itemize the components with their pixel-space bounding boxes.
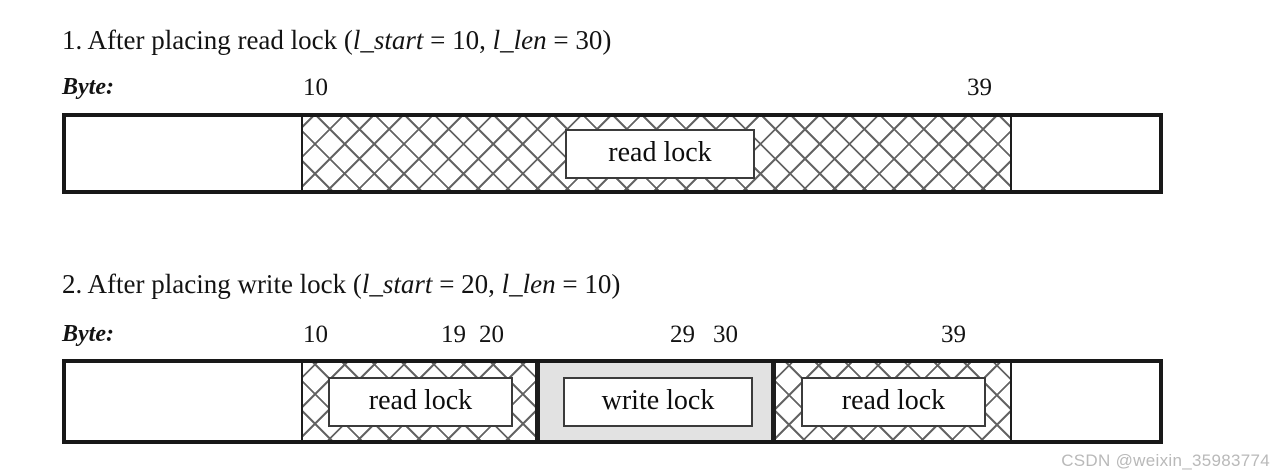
panel-2-read-lock-box-right: read lock — [801, 376, 986, 427]
panel-2-caption-var-l-start: l_start — [361, 269, 433, 299]
panel-2-caption: 2. After placing write lock (l_start = 2… — [62, 268, 620, 300]
panel-2-caption-var-l-len: l_len — [501, 269, 556, 299]
panel-2-caption-mid-2: = 10 — [555, 269, 612, 299]
panel-2-tick-39: 39 — [941, 321, 966, 348]
panel-2-read-lock-region-left: read lock — [301, 363, 537, 440]
panel-2-tick-10: 10 — [303, 321, 328, 348]
watermark: CSDN @weixin_35983774 — [1061, 451, 1270, 470]
panel-2-write-lock-region: write lock — [537, 363, 774, 440]
panel-2-read-lock-region-right: read lock — [774, 363, 1012, 440]
panel-1-byte-range-bar: read lock — [62, 113, 1163, 194]
panel-2-tick-20: 20 — [479, 321, 504, 348]
panel-2-caption-mid-1: = 20, — [432, 269, 502, 299]
panel-2-tick-29: 29 — [670, 321, 695, 348]
panel-2-byte-range-bar: read lock write lock read lock — [62, 359, 1163, 444]
panel-2-byte-label: Byte: — [62, 321, 114, 347]
panel-1-caption: 1. After placing read lock (l_start = 10… — [62, 24, 611, 56]
panel-1-read-lock-box: read lock — [565, 128, 755, 179]
panel-1-caption-var-l-start: l_start — [352, 25, 424, 55]
panel-1-tick-10: 10 — [303, 74, 328, 101]
panel-2-caption-prefix: 2. After placing write lock ( — [62, 269, 362, 299]
panel-2-caption-suffix: ) — [611, 269, 621, 299]
panel-1-read-lock-region: read lock — [301, 117, 1012, 190]
panel-2-tick-30: 30 — [713, 321, 738, 348]
panel-2-tick-19: 19 — [441, 321, 466, 348]
panel-2-write-lock-box: write lock — [563, 376, 753, 427]
panel-1-caption-mid-1: = 10, — [423, 25, 493, 55]
panel-2-read-lock-box-left: read lock — [328, 376, 513, 427]
panel-1-caption-var-l-len: l_len — [492, 25, 547, 55]
panel-1-caption-prefix: 1. After placing read lock ( — [62, 25, 353, 55]
panel-1-byte-label: Byte: — [62, 74, 114, 100]
panel-1-tick-39: 39 — [967, 74, 992, 101]
panel-1-caption-suffix: ) — [602, 25, 612, 55]
panel-1-caption-mid-2: = 30 — [546, 25, 603, 55]
